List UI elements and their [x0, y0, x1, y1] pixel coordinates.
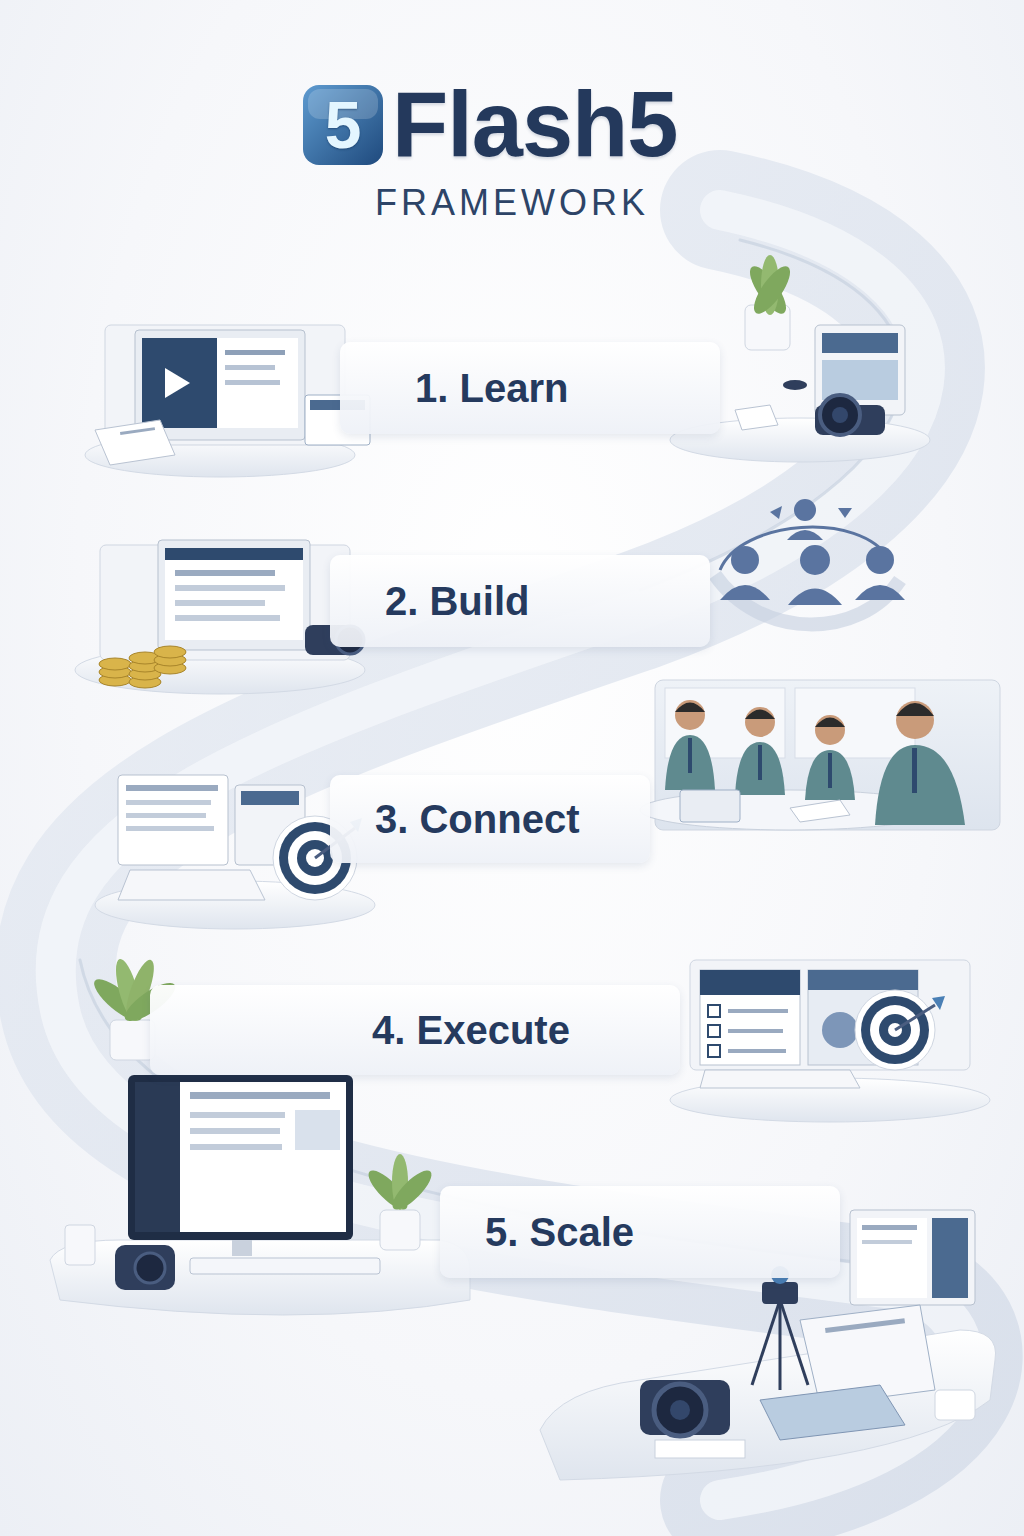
step-label: 1. Learn — [415, 364, 568, 412]
step-band: 1. Learn — [340, 342, 720, 434]
step-band: 5. Scale — [440, 1186, 840, 1278]
subtitle: FRAMEWORK — [212, 182, 812, 226]
scale-desk — [50, 1075, 470, 1315]
learn-desk — [85, 325, 370, 477]
logo-number: 5 — [303, 85, 383, 165]
step-label: 4. Execute — [372, 1006, 570, 1054]
title-text: Flash5 — [392, 74, 677, 174]
step-band: 4. Execute — [150, 985, 680, 1075]
logo-icon — [303, 85, 383, 165]
execute-desk — [670, 960, 990, 1122]
step-label: 3. Connect — [375, 795, 579, 843]
step-band: 2. Build — [330, 555, 710, 647]
build-desk — [75, 540, 365, 694]
step-label: 5. Scale — [485, 1208, 634, 1256]
meeting-scene — [640, 680, 1000, 830]
step-label: 2. Build — [385, 577, 529, 625]
step-band: 3. Connect — [330, 775, 650, 863]
network-icon — [715, 499, 905, 624]
